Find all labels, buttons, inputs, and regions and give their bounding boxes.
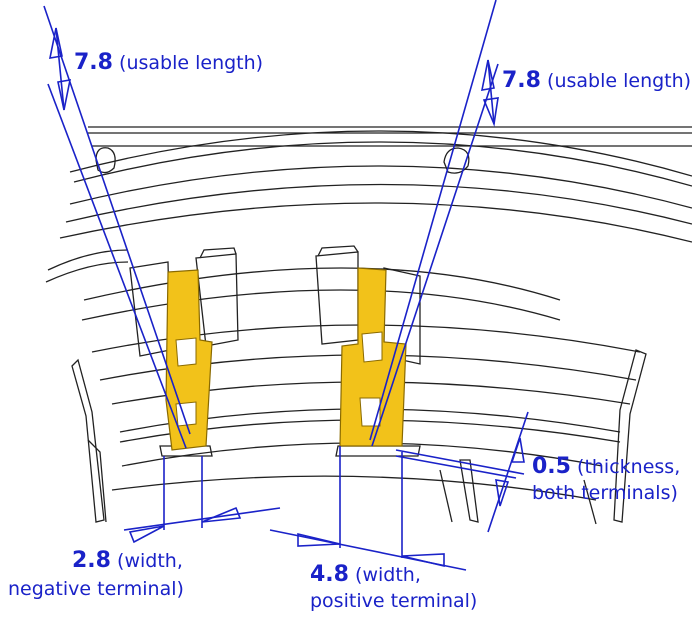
width-positive-note-1: (width, — [355, 564, 421, 586]
usable-length-left-label: 7.8 (usable length) — [74, 50, 264, 75]
usable-length-right-value: 7.8 — [502, 68, 541, 93]
thickness-label-line2: both terminals) — [532, 482, 678, 504]
thickness-label: 0.5 (thickness, — [532, 454, 681, 479]
width-negative-note-1: (width, — [117, 550, 183, 572]
width-negative-note-2: negative terminal) — [8, 578, 184, 600]
usable-length-left-note: (usable length) — [119, 52, 264, 74]
width-negative-label: 2.8 (width, — [72, 548, 183, 573]
width-positive-value: 4.8 — [310, 562, 349, 587]
width-positive-label: 4.8 (width, — [310, 562, 421, 587]
thickness-note-2: both terminals) — [532, 482, 678, 504]
negative-terminal — [165, 269, 213, 451]
width-negative-label-line2: negative terminal) — [8, 578, 184, 600]
positive-terminal — [339, 267, 407, 447]
thickness-value: 0.5 — [532, 454, 571, 479]
usable-length-left-value: 7.8 — [74, 50, 113, 75]
width-positive-note-2: positive terminal) — [310, 590, 478, 612]
usable-length-right-label: 7.8 (usable length) — [502, 68, 692, 93]
dimension-lines — [43, 0, 529, 571]
width-positive-label-line2: positive terminal) — [310, 590, 477, 612]
width-negative-value: 2.8 — [72, 548, 111, 573]
usable-length-right-note: (usable length) — [547, 70, 692, 92]
thickness-note-1: (thickness, — [577, 456, 681, 478]
